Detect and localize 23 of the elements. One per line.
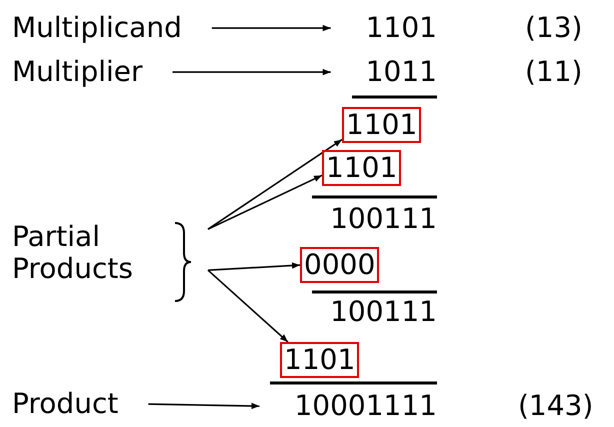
binary-number: 1011 [366, 56, 437, 88]
arrow [208, 262, 300, 271]
arrow [208, 138, 342, 230]
partial-product-box: 1101 [322, 150, 402, 186]
partial-product-box: 1101 [342, 107, 422, 144]
arrow [172, 68, 331, 76]
decimal-value: (143) [518, 390, 594, 422]
arrow [208, 174, 322, 230]
arrow [212, 24, 331, 32]
row-label: Partial Products [12, 221, 134, 286]
arrow [207, 270, 288, 343]
intermediate-sum: 100111 [330, 296, 437, 328]
row-label: Multiplicand [12, 12, 182, 44]
row-label: Product [12, 388, 118, 420]
decimal-value: (11) [525, 56, 582, 88]
intermediate-sum: 100111 [330, 203, 437, 236]
binary-number: 10001111 [294, 390, 437, 422]
row-label: Multiplier [12, 56, 143, 88]
binary-number: 1101 [366, 12, 437, 44]
partial-product-box: 1101 [280, 342, 360, 378]
arrow [148, 402, 260, 410]
partial-product-box: 0000 [300, 247, 380, 284]
decimal-value: (13) [525, 12, 582, 44]
